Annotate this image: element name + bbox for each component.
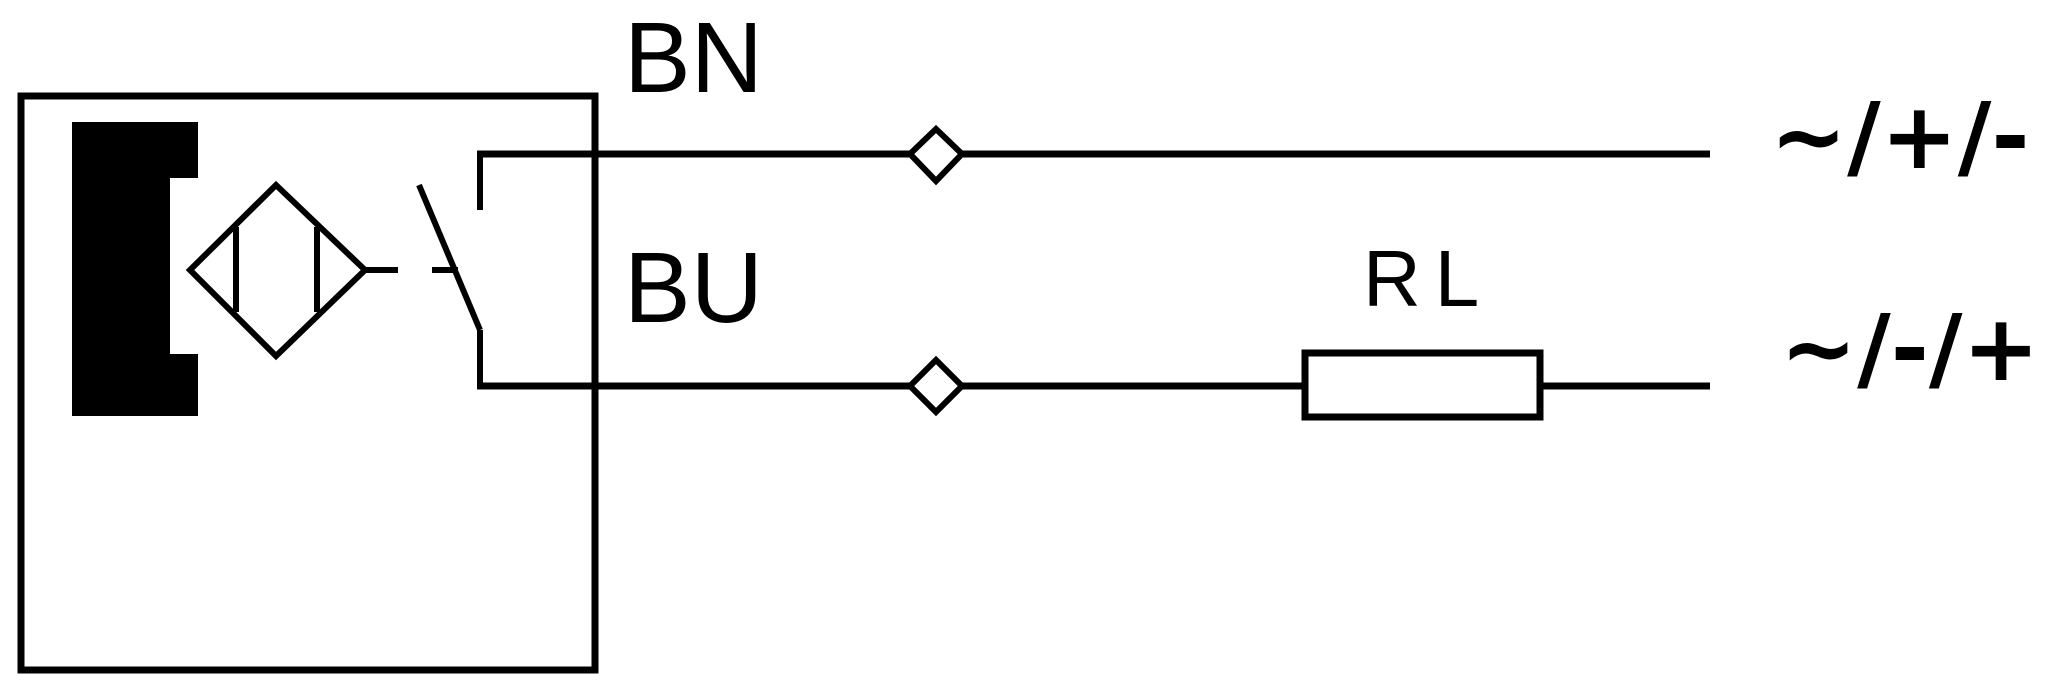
supply-label-bottom: ~/-/+ xyxy=(1780,295,2040,402)
terminal-bottom-icon xyxy=(905,355,967,417)
wire-blue xyxy=(477,349,1710,421)
wire-label-bu: BU xyxy=(624,232,763,344)
switch-contact-icon xyxy=(416,154,483,386)
terminal-top-icon xyxy=(905,124,967,186)
wire-label-bn: BN xyxy=(624,2,763,114)
supply-label-top: ~/+/- xyxy=(1770,83,2030,190)
load-resistor xyxy=(1301,349,1544,421)
sensing-face-bracket xyxy=(72,122,198,416)
load-label: RL xyxy=(1363,234,1493,323)
inductive-sensor-symbol-icon xyxy=(185,180,370,361)
wire-brown xyxy=(477,124,1710,186)
